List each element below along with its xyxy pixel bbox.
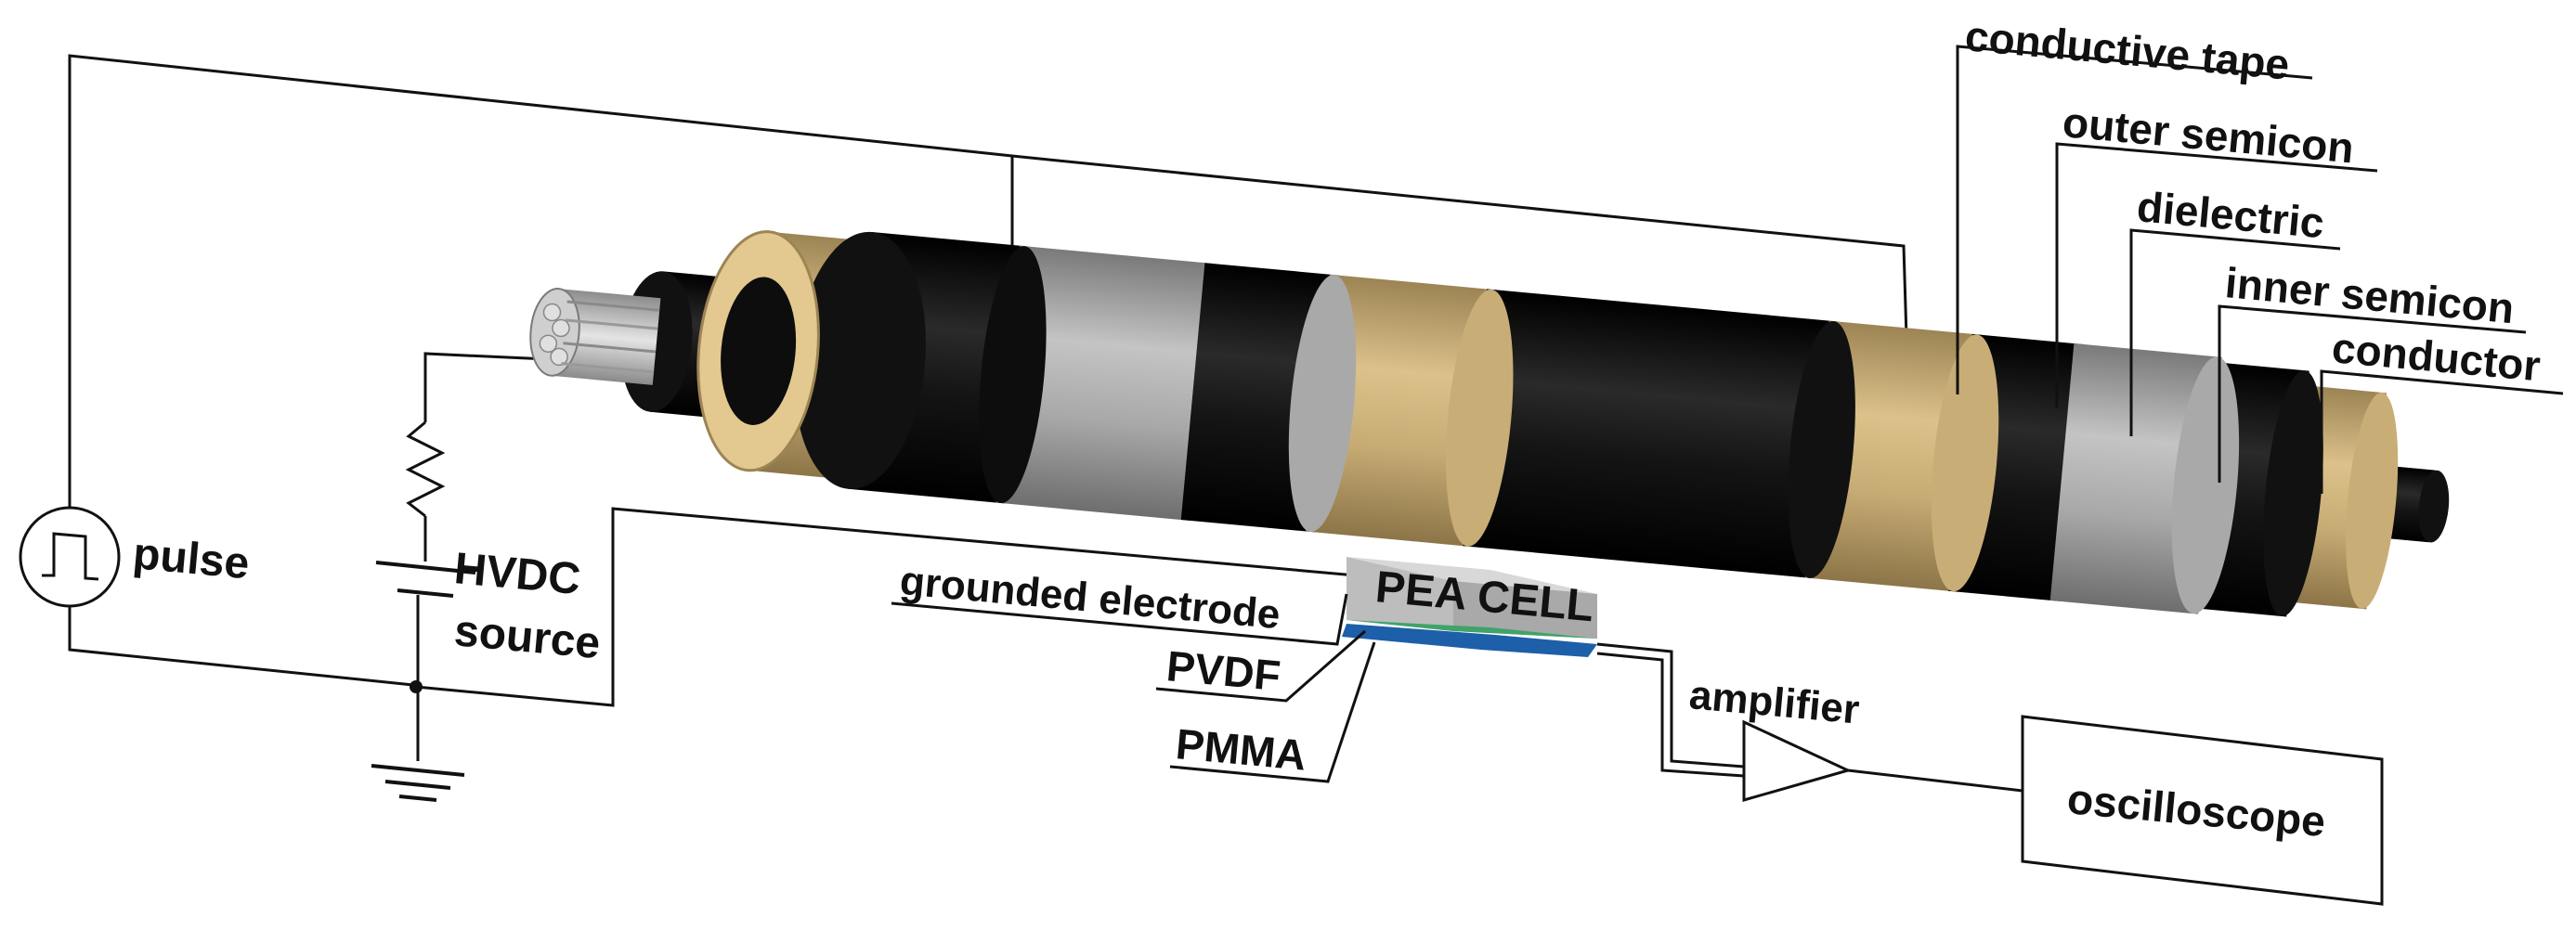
amplifier-triangle	[1742, 719, 1853, 802]
wiring	[68, 54, 1910, 802]
pulse-bottom-wire	[68, 605, 414, 687]
outer-semicon-center	[1463, 289, 1839, 579]
leader-lines	[891, 45, 2564, 783]
ground-line-3	[398, 794, 437, 802]
leader-inner-semicon	[2218, 304, 2527, 483]
pea-cell-top	[1347, 557, 1597, 594]
segment-edge	[1446, 289, 1514, 547]
segment-edge	[979, 246, 1047, 504]
label-pmma: PMMA	[1174, 719, 1308, 780]
pea-cell	[1342, 557, 1597, 657]
leader-pvdf	[1155, 629, 1366, 703]
label-outer-semicon: outer semicon	[2061, 97, 2356, 172]
strand	[542, 303, 562, 322]
hv-cable	[529, 230, 2450, 617]
label-grounded-electrode: grounded electrode	[898, 558, 1281, 638]
leader-conductive-tape	[1956, 45, 2313, 394]
leader-pmma	[1169, 641, 1376, 783]
label-inner-semicon: inner semicon	[2223, 258, 2516, 332]
label-pulse: pulse	[131, 529, 252, 588]
pea-cell-side	[1453, 581, 1597, 639]
pmma-layer	[1342, 624, 1597, 657]
strand-line	[561, 362, 655, 374]
pulse-source-circle	[19, 506, 121, 608]
label-dielectric: dielectric	[2135, 182, 2326, 247]
pulse-waveform-icon	[42, 532, 99, 581]
label-conductor: conductor	[2330, 323, 2543, 390]
label-amplifier: amplifier	[1687, 672, 1861, 732]
strand	[550, 347, 568, 367]
pea-to-amplifier-wire-1	[1596, 642, 1745, 769]
battery-short-plate	[397, 588, 454, 598]
amplifier-to-scope-wire	[1847, 769, 2023, 793]
segment-edge	[1288, 275, 1357, 532]
outer-semicon-left-face	[794, 231, 927, 489]
label-source: source	[452, 606, 603, 668]
segment-edge	[1931, 334, 1999, 592]
oscilloscope-box	[2021, 715, 2384, 906]
label-conductive-tape: conductive tape	[1963, 11, 2291, 89]
strand	[552, 318, 570, 338]
segment-edge	[2263, 370, 2323, 617]
dielectric-left-hole	[721, 277, 797, 425]
segment-edge	[2346, 392, 2399, 609]
hvdc-conductor-wire	[423, 352, 549, 422]
pea-cell-front	[1347, 557, 1453, 631]
pea-to-amplifier-wire-2	[1596, 652, 1745, 778]
label-hvdc: HVDC	[452, 544, 582, 604]
segment-edge	[1788, 320, 1855, 578]
battery-long-plate	[375, 561, 476, 575]
leader-conductor	[2320, 369, 2564, 494]
ground-line-1	[371, 764, 465, 777]
strand-line	[563, 342, 657, 354]
leader-dielectric	[2129, 228, 2341, 436]
conductive-tape-1	[995, 245, 1215, 521]
resistor	[405, 420, 446, 518]
strand-line	[565, 318, 658, 330]
pvdf-layer	[1347, 620, 1597, 639]
leader-grounded-electrode	[891, 593, 1348, 646]
strand	[539, 334, 558, 354]
ground-line-2	[384, 780, 451, 790]
segment-edge	[2171, 356, 2240, 614]
label-pvdf: PVDF	[1164, 641, 1282, 700]
segment-edge	[2418, 470, 2450, 543]
strand-line	[566, 300, 660, 312]
leader-outer-semicon	[2055, 142, 2378, 408]
